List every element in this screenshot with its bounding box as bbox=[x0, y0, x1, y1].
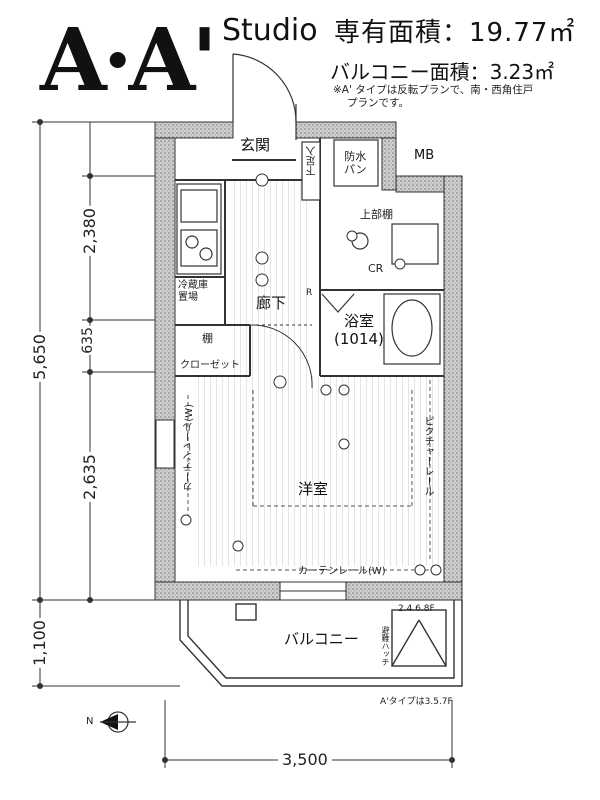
fridge-line-2: 置場 bbox=[178, 292, 198, 303]
corridor-label: 廊下 bbox=[256, 294, 287, 312]
curtain-rail-left-label: カーテンレール(W) bbox=[184, 404, 195, 492]
dim-635: 635 bbox=[80, 326, 96, 355]
room-doors bbox=[249, 324, 313, 389]
western-room-label: 洋室 bbox=[298, 480, 329, 498]
picture-rail-label: ピクチャーレール bbox=[422, 416, 433, 496]
reverse-plan-note: ※A' タイプは反転プランで、南・西角住戸 プランです。 bbox=[333, 84, 593, 110]
curtain-rail-bottom-label: カーテンレール(W) bbox=[298, 566, 386, 577]
upper-shelf-label: 上部棚 bbox=[360, 208, 393, 221]
bath-label: 浴室 (1014) bbox=[334, 312, 384, 348]
electrical-fixtures bbox=[180, 173, 442, 576]
bath-line-2: (1014) bbox=[334, 330, 384, 348]
balcony-area: バルコニー面積：3.23㎡ bbox=[330, 60, 555, 84]
closet-label: クローゼット bbox=[180, 360, 240, 371]
note-line-2: プランです。 bbox=[347, 97, 409, 109]
western-room-floor bbox=[195, 376, 443, 566]
a-prime-floors-label: A'タイプは3.5.7F bbox=[380, 697, 453, 707]
shelf-label: 棚 bbox=[202, 332, 213, 345]
entrance-door bbox=[232, 53, 297, 140]
fridge-line-1: 冷蔵庫 bbox=[178, 280, 208, 291]
fridge-space-label: 冷蔵庫 置場 bbox=[178, 280, 208, 304]
hatch-floors-label: 2.4.6.8F bbox=[398, 604, 435, 614]
bath-line-1: 浴室 bbox=[343, 312, 374, 330]
washer-pan-line-2: パン bbox=[344, 163, 367, 176]
washer-pan-line-1: 防水 bbox=[344, 150, 367, 163]
balcony-label: バルコニー bbox=[284, 630, 359, 648]
kitchen-counter bbox=[176, 183, 222, 275]
mb-label: MB bbox=[414, 148, 435, 163]
cr-label: CR bbox=[368, 262, 384, 275]
dim-1100: 1,100 bbox=[30, 618, 49, 668]
washer-pan-label: 防水 パン bbox=[344, 150, 367, 176]
bottom-sash bbox=[279, 581, 347, 601]
studio-label: Studio bbox=[222, 13, 318, 48]
compass-icon bbox=[100, 711, 136, 733]
dim-2635: 2,635 bbox=[80, 452, 99, 502]
bath-door bbox=[321, 293, 355, 313]
compass-north-label: N bbox=[86, 716, 94, 727]
type-logo: A·A' bbox=[40, 10, 218, 111]
dashed-guides bbox=[187, 380, 431, 571]
hatch-label: 避難ハッチ bbox=[381, 626, 390, 666]
exclusive-area: 専有面積：19.77㎡ bbox=[334, 18, 576, 48]
exterior-walls bbox=[154, 121, 463, 601]
corridor-floor bbox=[232, 180, 312, 390]
interior-walls bbox=[175, 138, 444, 377]
utility-fixtures bbox=[301, 139, 441, 365]
r-mark-label: R bbox=[306, 288, 313, 298]
dim-2380: 2,380 bbox=[80, 206, 99, 256]
shoe-box-label: 下足入 bbox=[307, 146, 318, 176]
note-line-1: ※A' タイプは反転プランで、南・西角住戸 bbox=[333, 84, 534, 96]
left-window bbox=[155, 419, 175, 469]
dim-total-height: 5,650 bbox=[30, 332, 49, 382]
vertical-dimension-lines bbox=[32, 119, 180, 689]
balcony-outline bbox=[179, 600, 463, 687]
dim-3500: 3,500 bbox=[278, 750, 332, 769]
entrance-label: 玄関 bbox=[240, 136, 271, 154]
